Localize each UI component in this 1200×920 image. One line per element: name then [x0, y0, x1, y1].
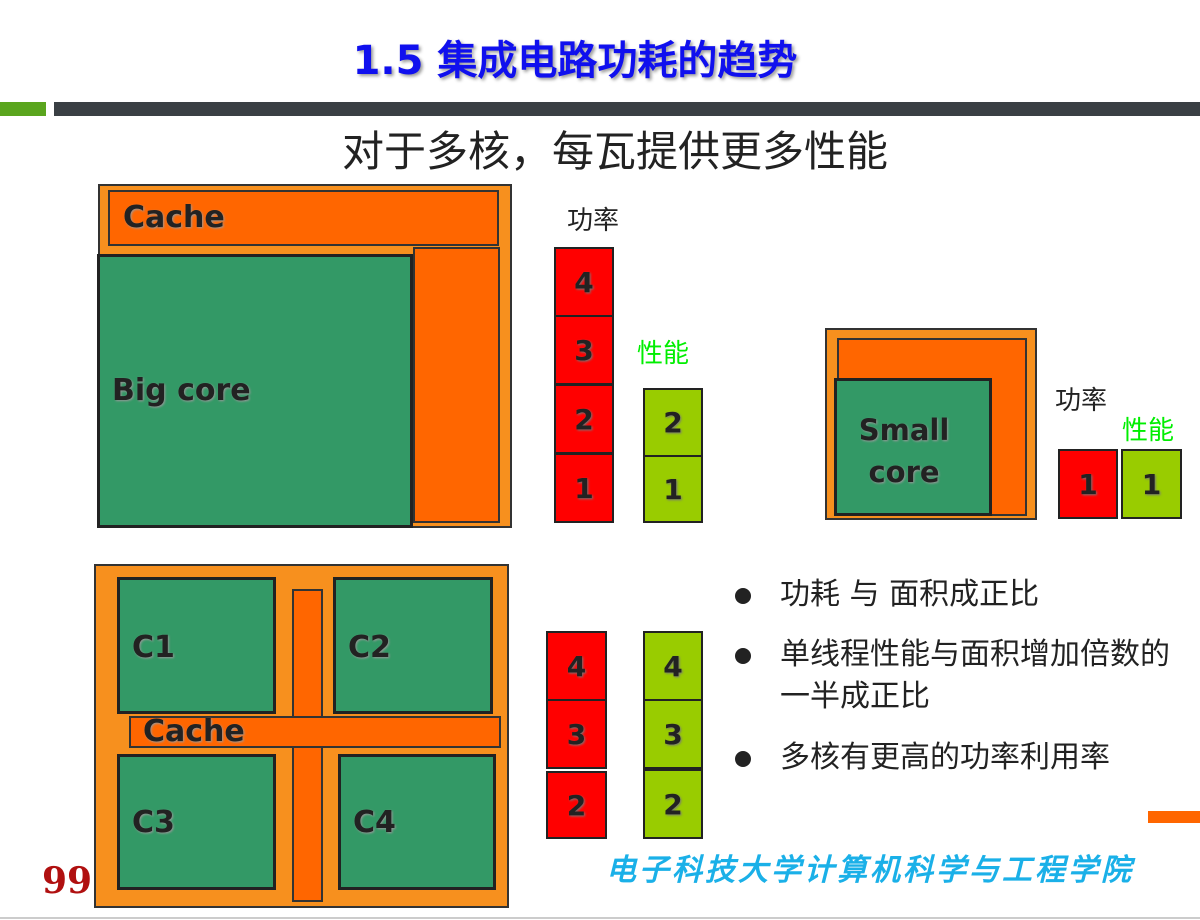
multi-power-stack: 4 3 2 — [546, 631, 607, 839]
small-core-label: Small core — [858, 413, 950, 489]
bottom-rule — [0, 917, 1200, 919]
bullet-icon — [735, 588, 751, 604]
page-number: 99 — [42, 860, 93, 902]
header-divider-bar — [54, 102, 1200, 116]
multicore-cache: Cache — [129, 714, 501, 749]
header-accent-bar — [0, 102, 46, 116]
core-c2: C2 — [333, 577, 493, 714]
core-c4: C4 — [338, 754, 496, 890]
bullet-text: 功耗 与 面积成正比 — [780, 577, 1040, 612]
big-core-cache-column — [413, 247, 500, 523]
power-unit: 3 — [554, 315, 614, 385]
perf-unit: 1 — [1121, 449, 1182, 519]
performance-label: 性能 — [1122, 416, 1175, 446]
slide-title: 1.5 集成电路功耗的趋势 — [352, 38, 798, 84]
power-unit: 1 — [1058, 449, 1118, 519]
perf-unit: 1 — [643, 455, 703, 523]
small-perf-stack: 1 — [1121, 449, 1182, 519]
bullet-text: 单线程性能与面积增加倍数的一半成正比 — [780, 637, 1170, 714]
big-perf-stack: 2 1 — [643, 388, 703, 523]
bullet-icon — [735, 648, 751, 664]
perf-unit: 4 — [643, 631, 703, 701]
multi-perf-stack: 4 3 2 — [643, 631, 703, 839]
core-label: C3 — [132, 805, 175, 840]
bullet-item: 多核有更高的功率利用率 — [735, 737, 1180, 779]
big-core-label: Big core — [112, 373, 251, 408]
bullet-item: 功耗 与 面积成正比 — [735, 574, 1180, 616]
footer-accent-bar — [1148, 811, 1200, 823]
footer-institution: 电子科技大学计算机科学与工程学院 — [606, 853, 1134, 888]
slide-subtitle: 对于多核，每瓦提供更多性能 — [341, 127, 888, 176]
power-unit: 2 — [546, 771, 607, 839]
small-power-stack: 1 — [1058, 449, 1118, 519]
cache-label: Cache — [143, 714, 245, 749]
core-label: C2 — [348, 630, 391, 665]
big-core: Big core — [97, 254, 413, 528]
big-core-cache: Cache — [108, 190, 499, 246]
big-power-stack: 4 3 2 1 — [554, 247, 614, 523]
bullet-text: 多核有更高的功率利用率 — [780, 740, 1110, 775]
power-unit: 4 — [554, 247, 614, 317]
bullet-icon — [735, 751, 751, 767]
power-label: 功率 — [1055, 386, 1108, 416]
bullet-item: 单线程性能与面积增加倍数的一半成正比 — [735, 634, 1170, 718]
cache-label: Cache — [123, 200, 225, 235]
perf-unit: 2 — [643, 769, 703, 839]
performance-label: 性能 — [637, 339, 690, 369]
perf-unit: 3 — [643, 699, 703, 769]
core-label: C1 — [132, 630, 175, 665]
power-unit: 4 — [546, 631, 607, 701]
core-c3: C3 — [117, 754, 276, 890]
power-label: 功率 — [567, 206, 620, 236]
core-c1: C1 — [117, 577, 276, 714]
core-label: C4 — [353, 805, 396, 840]
power-unit: 3 — [546, 699, 607, 769]
power-unit: 2 — [554, 384, 614, 454]
small-core: Small core — [834, 378, 992, 516]
power-unit: 1 — [554, 453, 614, 523]
perf-unit: 2 — [643, 388, 703, 457]
